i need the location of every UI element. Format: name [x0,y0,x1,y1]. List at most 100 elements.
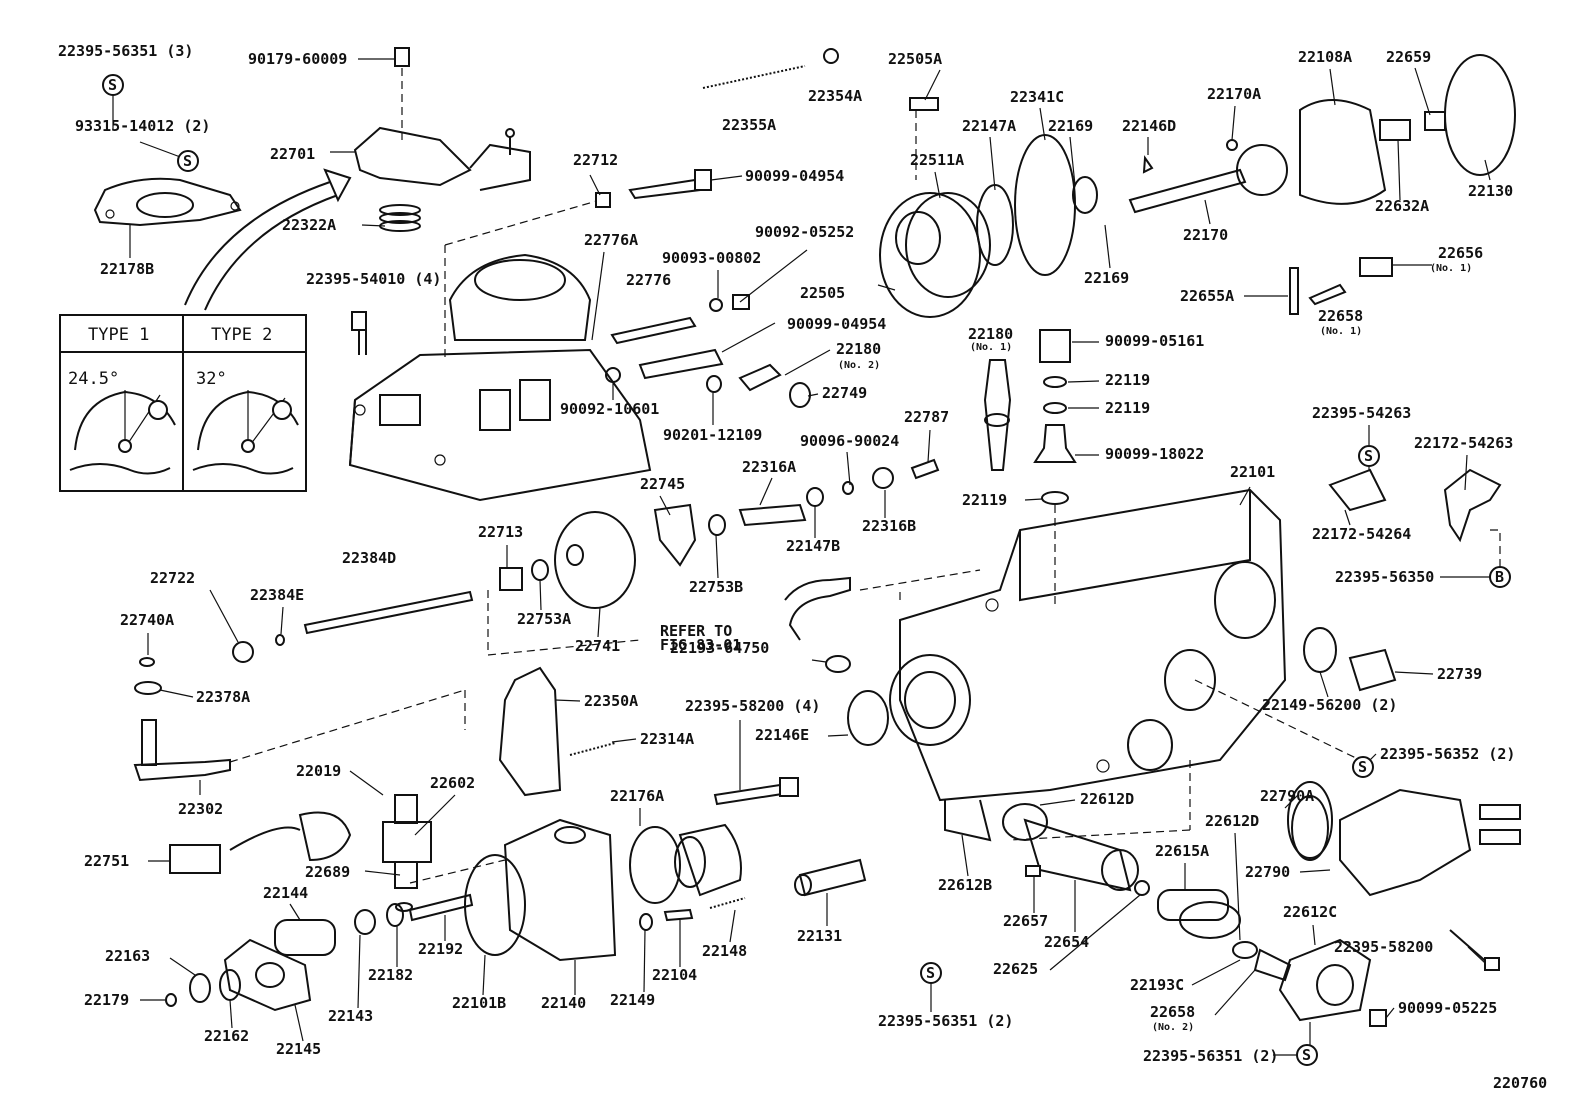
part-label: 22163 [105,947,150,965]
shaft-22170 [1128,54,1516,214]
b-symbol: B [1489,566,1511,588]
valve-22180-no1 [983,359,1012,471]
part-label: 22612B [938,876,992,894]
part-label: 90201-12109 [663,426,762,444]
part-label: 22740A [120,611,174,629]
s-symbol-3: S [1358,445,1380,467]
lever-22701 [353,47,531,232]
part-label: 22149 [610,991,655,1009]
part-label: 22776 [626,271,671,289]
screw-22505a [909,97,939,180]
part-label: 22144 [263,884,308,902]
part-label: 22615A [1155,842,1209,860]
s-symbol-2: S [177,150,199,172]
svg-text:S: S [926,964,935,982]
part-label: 22180 [968,325,1013,343]
part-label: 22101 [1230,463,1275,481]
part-label: 22316B [862,517,916,535]
part-label: 22790 [1245,863,1290,881]
actuator-22790 [1287,781,1521,971]
svg-text:S: S [1302,1046,1311,1064]
part-label: 22655A [1180,287,1234,305]
part-label: 22395-54010 (4) [306,270,441,288]
seal-22146e [847,690,889,746]
part-label: 22395-58200 (4) [685,697,820,715]
bolt-22395-58200 [713,777,799,806]
s-symbol-1: S [102,74,124,96]
part-label: 90099-04954 [787,315,886,333]
part-label: 22176A [610,787,664,805]
type1-angle: 24.5° [68,369,119,389]
part-label: 93315-14012 (2) [75,117,210,135]
part-label: 22147B [786,537,840,555]
part-label: 22019 [296,762,341,780]
part-label: 22101B [452,994,506,1012]
type1-label: TYPE 1 [88,325,149,345]
part-label: 22658 [1318,307,1363,325]
part-label: 22384D [342,549,396,567]
part-label: 22140 [541,994,586,1012]
part-label: 22119 [1105,399,1150,417]
part-label: 90099-05225 [1398,999,1497,1017]
part-label: 22612D [1205,812,1259,830]
part-label: 22612C [1283,903,1337,921]
type2-angle: 32° [196,369,227,389]
part-label: 22143 [328,1007,373,1025]
svg-text:S: S [183,152,192,170]
leader-lines [112,58,1491,1056]
svg-text:S: S [1358,758,1367,776]
part-label: 22119 [1105,371,1150,389]
part-sublabel: (No. 2) [838,360,880,371]
sleeve-22654 [1002,803,1150,896]
part-label: 22505A [888,50,942,68]
part-label: 22701 [270,145,315,163]
symbol-circles: S S S B S S S [102,74,1511,1066]
s-symbol-6: S [1296,1044,1318,1066]
part-label: 22753A [517,610,571,628]
part-label: 90092-05252 [755,223,854,241]
cover-22176a [629,823,746,931]
part-label: 22302 [178,800,223,818]
part-label: 22354A [808,87,862,105]
part-sublabel: (No. 1) [970,342,1012,353]
nut-22712 [595,192,611,208]
figure-number: 220760 [1493,1074,1547,1092]
part-label: 22378A [196,688,250,706]
part-label: 22395-56351 (3) [58,42,193,60]
part-label: 22745 [640,475,685,493]
part-label: 22395-56352 (2) [1380,745,1515,763]
part-label: 22395-56350 [1335,568,1434,586]
part-label: 22172-54264 [1312,525,1411,543]
part-label: 22169 [1048,117,1093,135]
bracket-22172-54263 [1328,468,1502,575]
part-label: 22179 [84,991,129,1009]
svg-text:FIG 83-01: FIG 83-01 [660,636,741,654]
part-sublabel: (No. 2) [1152,1022,1194,1033]
svg-text:S: S [1364,447,1373,465]
part-label: 22182 [368,966,413,984]
part-label: 22395-58200 [1334,938,1433,956]
part-label: 22658 [1150,1003,1195,1021]
governor-cover-housing [348,199,652,502]
part-label: 22657 [1003,912,1048,930]
refer-note: REFER TO FIG 83-01 [660,622,741,654]
fitting-22131 [794,858,867,897]
part-label: 22147A [962,117,1016,135]
part-label: 22131 [797,927,842,945]
part-label: 22322A [282,216,336,234]
part-label: 90093-00802 [662,249,761,267]
part-label: 22193C [1130,976,1184,994]
part-label: 22170A [1207,85,1261,103]
part-label: 22625 [993,960,1038,978]
valve-22612c [1278,938,1387,1027]
part-label: 22612D [1080,790,1134,808]
plug-22739 [1303,627,1397,692]
spring-22144 [274,903,404,956]
svg-text:B: B [1495,568,1504,586]
bracket-22350a [498,666,616,797]
part-label: 22739 [1437,665,1482,683]
part-label: 22602 [430,774,475,792]
part-label: 22350A [584,692,638,710]
